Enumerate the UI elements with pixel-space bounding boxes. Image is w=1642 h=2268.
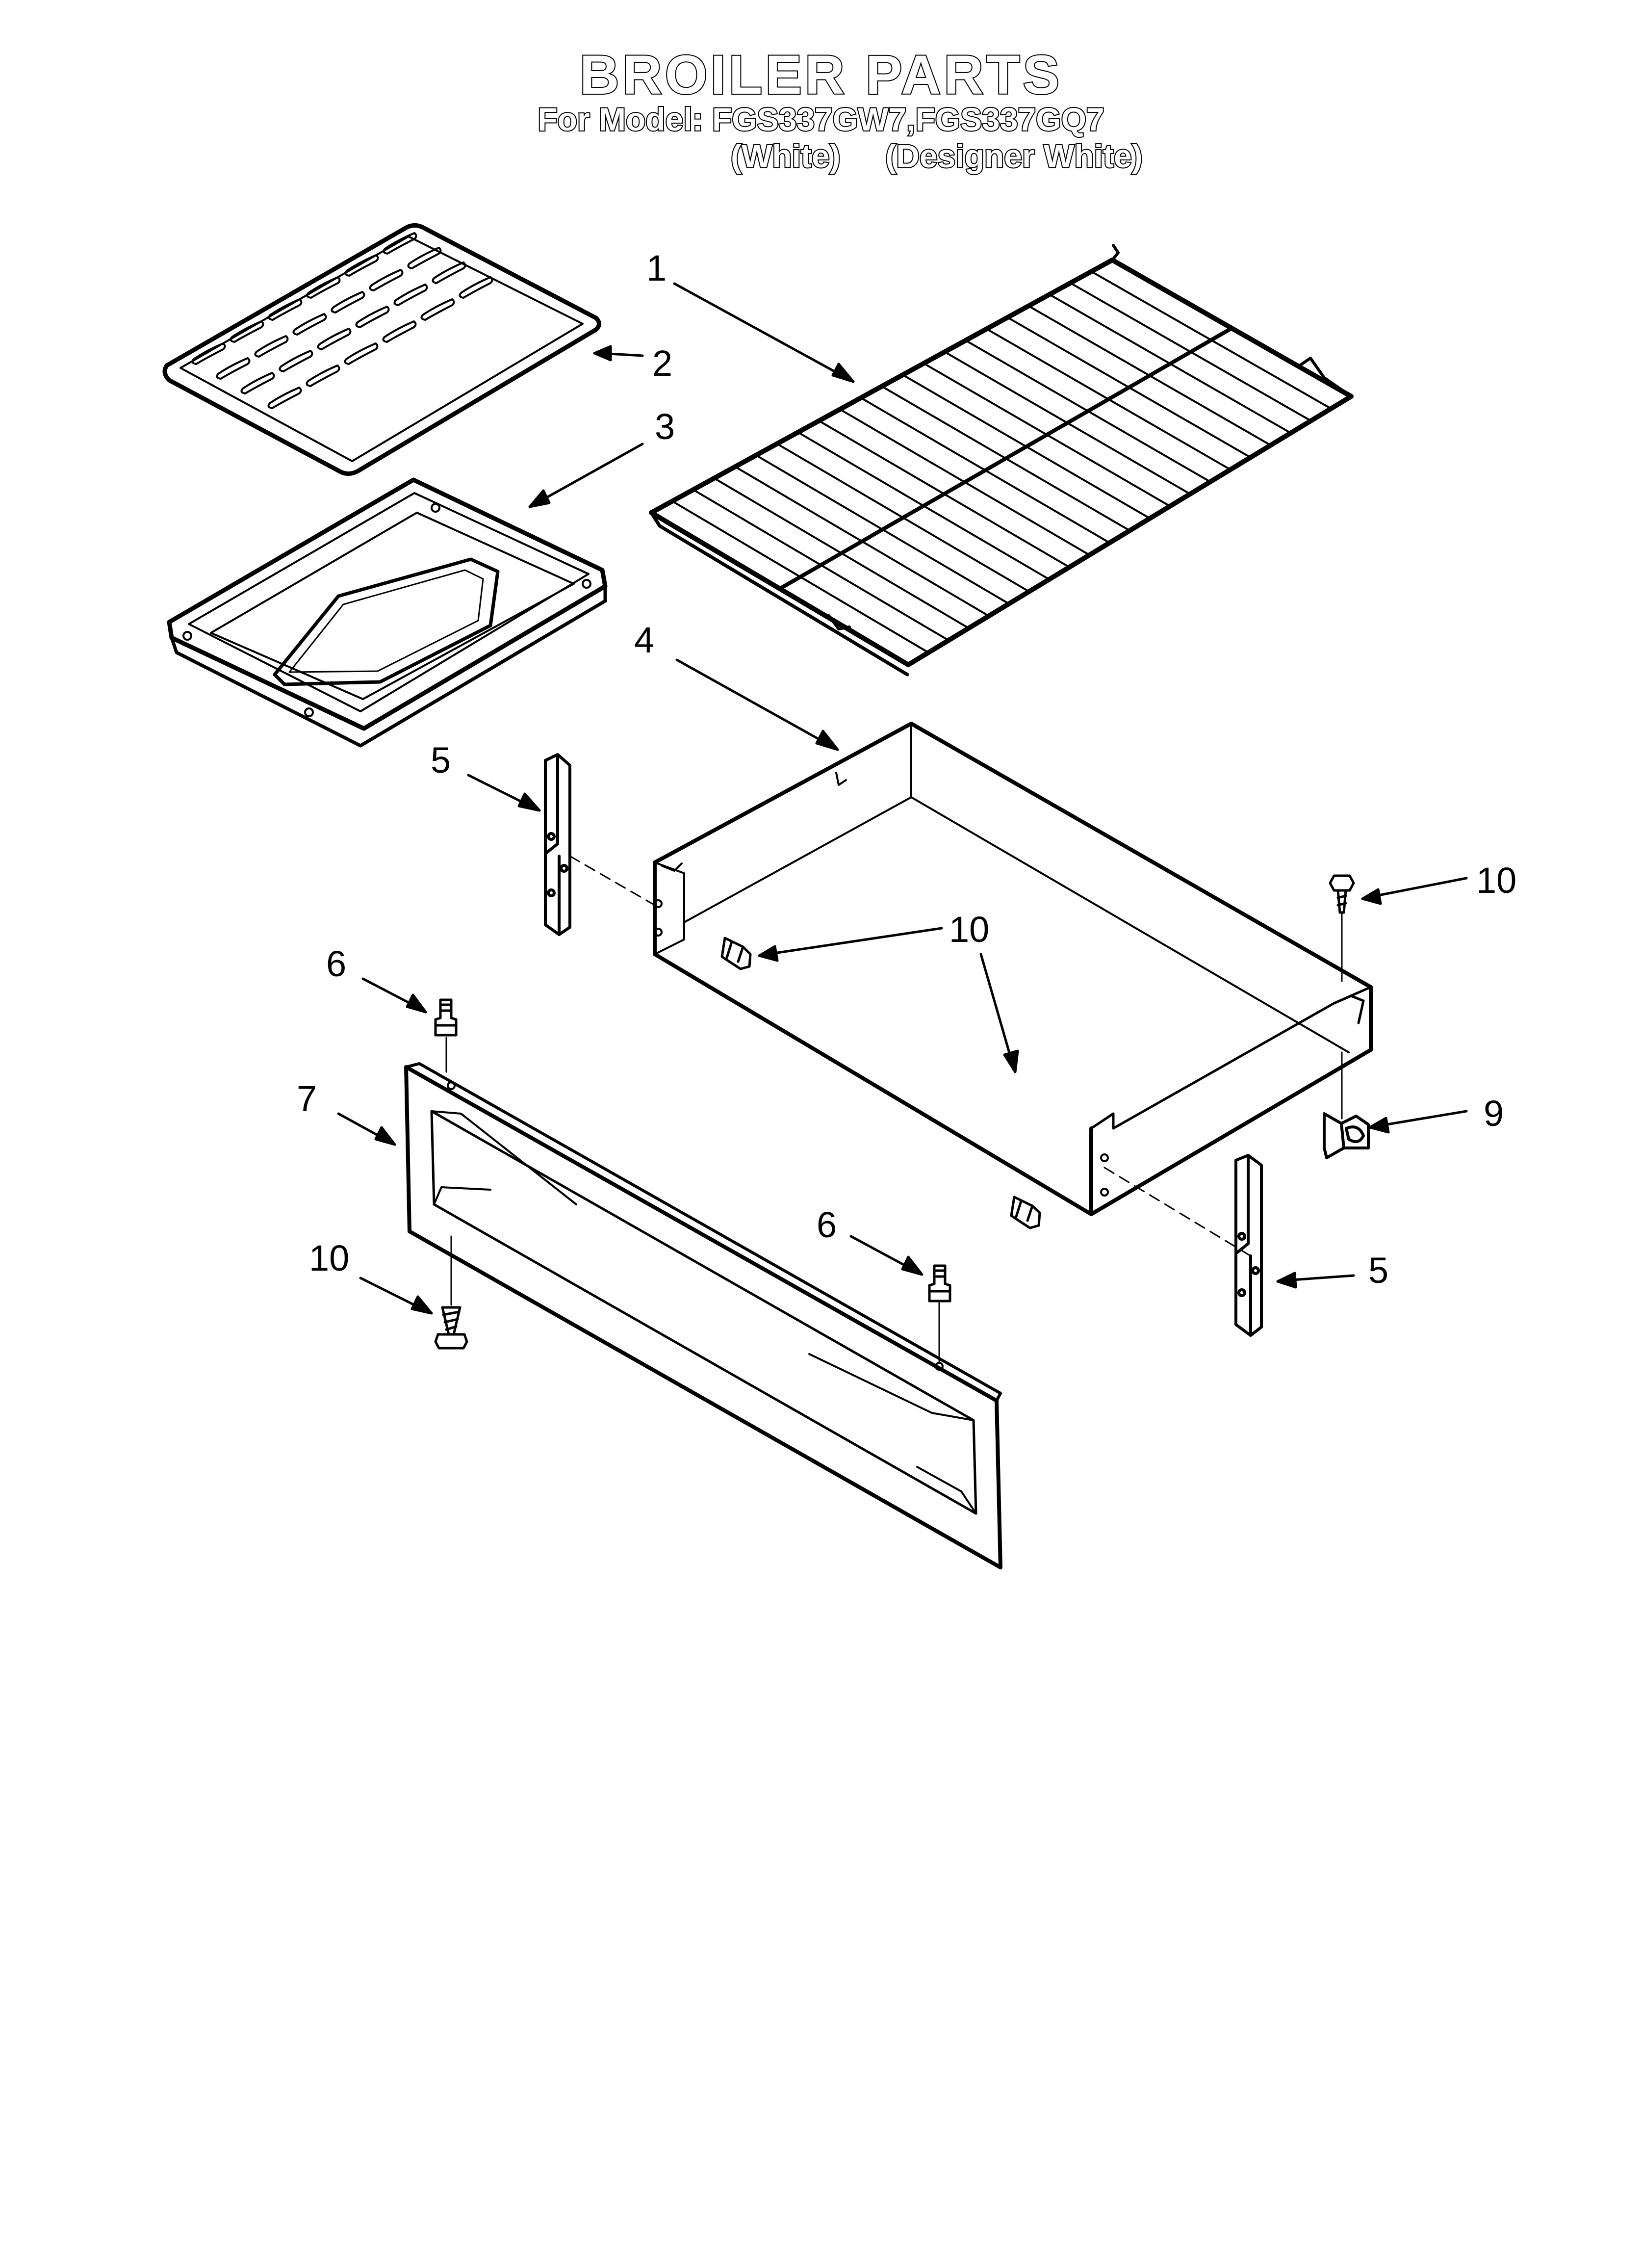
- shoulder-stud-left: [434, 998, 458, 1037]
- pan-slot: [216, 357, 251, 380]
- page-title: BROILER PARTS: [579, 43, 1063, 106]
- screw-a: [1329, 874, 1355, 914]
- broiler-pan-insert: [162, 223, 601, 476]
- pan-slot: [306, 276, 341, 299]
- drawer-front-panel: [404, 1062, 1002, 1569]
- broiler-pan: [167, 477, 608, 748]
- screw-d: [434, 1306, 468, 1350]
- pan-slot: [317, 328, 352, 350]
- callout-1: 1: [646, 248, 667, 288]
- callout-9: 9: [1484, 1093, 1504, 1134]
- callout-7: 7: [297, 1078, 317, 1119]
- pan-slot: [407, 247, 442, 269]
- callout-3: 3: [655, 406, 675, 447]
- callout-6b: 6: [817, 1204, 837, 1245]
- pan-slot: [344, 254, 379, 277]
- pan-slot: [344, 342, 379, 365]
- drawer-glide-bracket-left: [544, 753, 571, 936]
- pan-slot: [369, 269, 404, 291]
- callout-5b: 5: [1368, 1250, 1388, 1291]
- pan-slot: [393, 284, 428, 306]
- callout-labels: 1 2 3 4 5 5 6 6 7 9 10 10 10 10: [297, 248, 1516, 1291]
- pan-slot: [306, 365, 340, 387]
- pan-insert-slots: [191, 232, 493, 409]
- variant-designer-white: (Designer White): [884, 137, 1143, 175]
- screw-b: [720, 937, 752, 970]
- pan-slot: [383, 232, 417, 255]
- callout-10a: 10: [1476, 860, 1516, 901]
- callout-leader-lines: [337, 282, 1468, 1315]
- callout-5a: 5: [431, 740, 451, 781]
- screw-c: [1010, 1196, 1041, 1229]
- pan-slot: [432, 261, 466, 284]
- assembly-guide-lines: [445, 855, 1343, 1362]
- grid-wires: [671, 270, 1332, 654]
- callout-6a: 6: [326, 943, 346, 984]
- pan-slot: [279, 350, 313, 372]
- pan-slot: [267, 387, 302, 409]
- pan-slot: [355, 306, 390, 328]
- broiler-drawer: [653, 722, 1373, 1216]
- pan-slot: [420, 298, 455, 321]
- pan-slot: [268, 298, 303, 321]
- stop-bracket: [1323, 1112, 1370, 1159]
- variant-white: (White): [730, 137, 842, 175]
- model-line: For Model: FGS337GW7,FGS337GQ7: [537, 100, 1105, 138]
- pan-slot: [459, 276, 493, 299]
- grid-center-rail: [778, 326, 1234, 591]
- pan-slot: [254, 335, 289, 358]
- pan-slot: [191, 342, 226, 365]
- pan-slot: [331, 291, 365, 313]
- callout-2: 2: [652, 343, 672, 384]
- pan-slot: [292, 313, 327, 336]
- shoulder-stud-right: [928, 1264, 951, 1303]
- pan-slot: [230, 320, 264, 343]
- callout-4: 4: [634, 620, 654, 660]
- model-variants: (White) (Designer White): [730, 137, 1144, 175]
- drawer-glide-bracket-right: [1234, 1154, 1263, 1337]
- broiler-grid: [649, 244, 1354, 677]
- callout-10b: 10: [949, 909, 989, 950]
- pan-slot: [382, 320, 417, 343]
- callout-10c: 10: [309, 1238, 349, 1278]
- pan-slot: [240, 372, 275, 394]
